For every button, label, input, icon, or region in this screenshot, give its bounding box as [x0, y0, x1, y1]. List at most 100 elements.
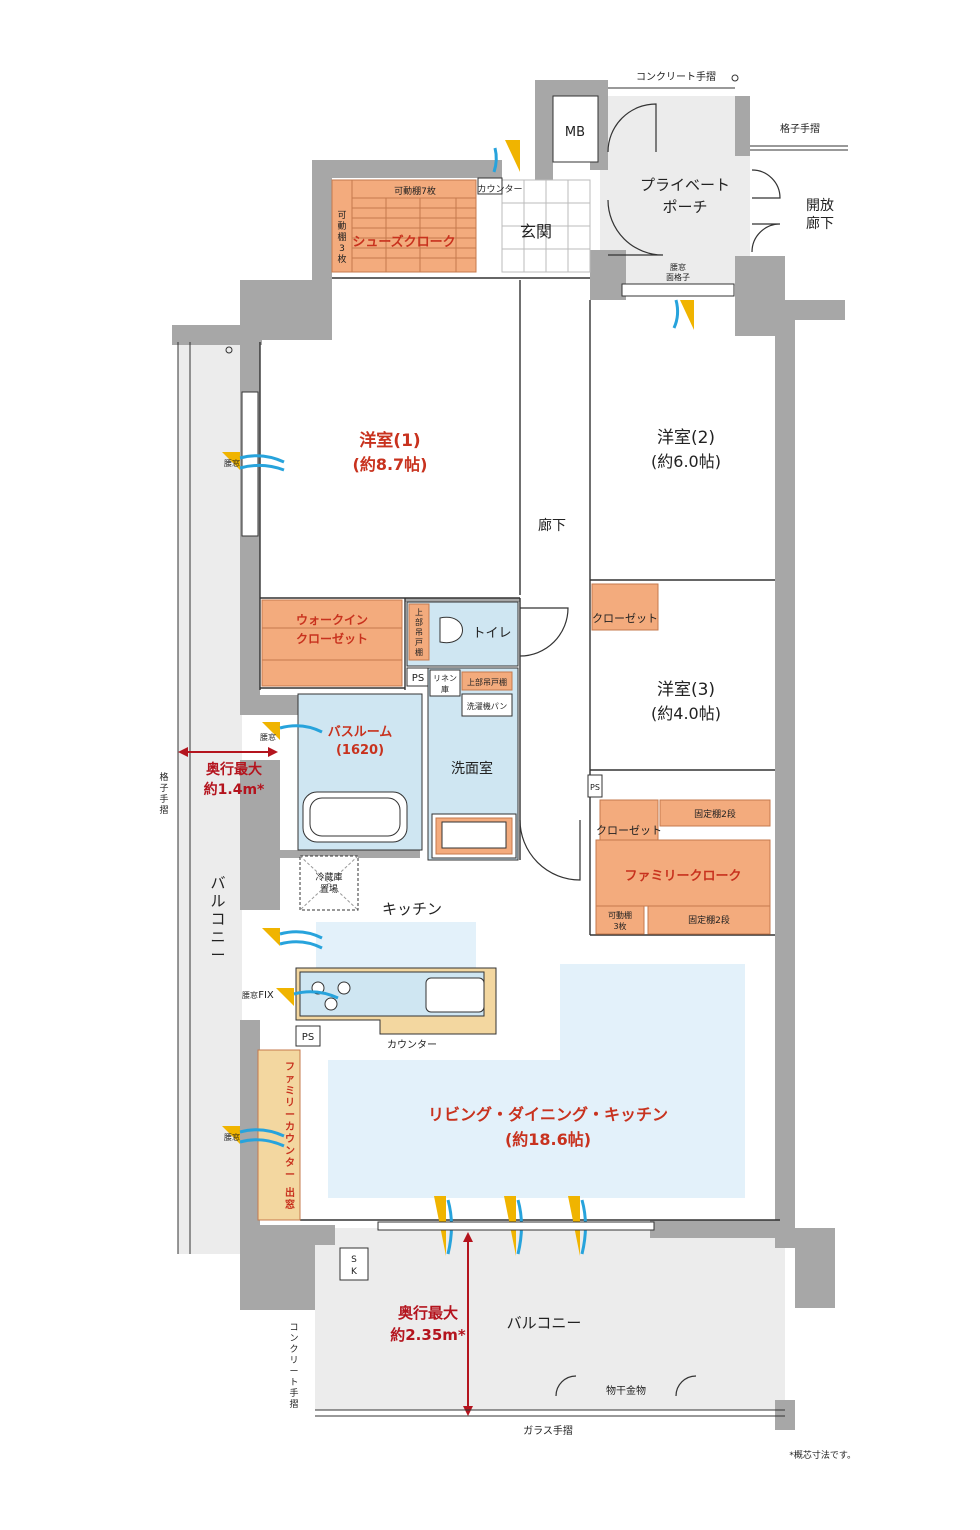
walkin-closet-area: [261, 599, 403, 687]
kitchen-label: キッチン: [382, 900, 442, 918]
depth-arrow-bottom: [463, 1232, 473, 1416]
room2-name: 洋室(2): [657, 428, 715, 448]
svg-text:ー: ー: [210, 946, 225, 964]
svg-text:動: 動: [337, 221, 346, 232]
svg-text:ー: ー: [285, 1110, 295, 1121]
porch-lattice-window: [621, 283, 735, 297]
family-cloak-label: ファミリークローク: [624, 869, 741, 884]
bay-lattice-label: 面格子: [666, 272, 690, 282]
depth-left-label-1: 奥行最大: [206, 761, 262, 778]
ldk-sliding-window: [377, 1221, 655, 1231]
room1-window: [241, 391, 259, 537]
fix-label: FIX: [258, 990, 274, 1001]
room3-closet: [599, 799, 659, 841]
room1-window-label: 腰窓: [224, 458, 240, 468]
balcony-bottom-label: バルコニー: [507, 1314, 582, 1332]
porch-label-1: プライベート: [640, 176, 730, 194]
ldk-size: (約18.6帖): [505, 1130, 591, 1149]
counter-label: カウンター: [387, 1039, 437, 1051]
linen-box: [429, 669, 461, 697]
drying-hardware-label: 物干金物: [606, 1384, 646, 1397]
svg-text:リ: リ: [285, 1097, 295, 1109]
ldk-window-label: 腰窓: [224, 1132, 240, 1142]
concrete-rail-left-label: コ ン ク リ ー ト 手 摺: [289, 1323, 298, 1410]
mb-label: MB: [565, 125, 585, 140]
svg-text:可: 可: [337, 210, 346, 221]
svg-text:吊: 吊: [415, 628, 423, 637]
svg-text:バ: バ: [210, 874, 225, 892]
svg-text:タ: タ: [285, 1157, 295, 1169]
ps-label-3: PS: [302, 1032, 314, 1043]
walkin-label-2: クローゼット: [296, 631, 368, 646]
svg-text:ン: ン: [285, 1146, 295, 1157]
concrete-rail-top-label: コンクリート手摺: [636, 70, 716, 83]
entrance-door[interactable]: [607, 199, 664, 256]
fixed-shelf-top: [659, 799, 771, 827]
toilet-upper-cabinet-label: 上 部 吊 戸 棚: [415, 608, 423, 657]
bathtub-icon: [302, 791, 408, 843]
counter-small-box: [477, 177, 503, 195]
upper-hanging-shelf: [461, 671, 513, 691]
porch-door[interactable]: [607, 103, 657, 153]
svg-text:コ: コ: [210, 910, 225, 928]
stove-burner-3-icon: [324, 997, 338, 1011]
balcony-left-label: バ ル コ ニ ー: [210, 874, 225, 964]
ps-box-3: [295, 1025, 321, 1047]
toilet-door[interactable]: [519, 607, 569, 657]
left-rail-post: [225, 346, 233, 354]
sk-label-1: S: [351, 1255, 357, 1265]
movable-shelf-3-label-2: 3枚: [613, 921, 626, 931]
bath-window-label: 腰窓: [260, 732, 276, 742]
svg-text:摺: 摺: [289, 1398, 298, 1410]
svg-text:ミ: ミ: [285, 1085, 295, 1097]
sink-icon: [425, 977, 485, 1013]
svg-text:ト: ト: [289, 1378, 298, 1388]
svg-text:戸: 戸: [415, 638, 423, 647]
depth-left-label-2: 約1.4m*: [204, 781, 265, 798]
fridge-label-1: 冷蔵庫: [315, 871, 342, 883]
walkin-label-1: ウォークイン: [296, 613, 368, 627]
drying-hardware-2-icon: [675, 1375, 697, 1397]
ldk-floor: [328, 964, 745, 1198]
fixed-shelf-bottom-label: 固定棚2段: [688, 914, 730, 926]
sk-label-2: K: [351, 1267, 358, 1277]
movable-shelf-3-label-1: 可動棚: [608, 910, 632, 920]
svg-text:ー: ー: [289, 1367, 298, 1377]
room3-name: 洋室(3): [657, 680, 715, 700]
left-balcony-floor: [178, 342, 242, 1254]
svg-text:子: 子: [159, 783, 168, 794]
interior-lines: [259, 277, 780, 1221]
washroom-label: 洗面室: [451, 760, 493, 777]
family-counter-label: フ ァ ミ リ ー カ ウ ン タ ー 出 窓: [285, 1061, 295, 1211]
bathroom-label-1: バスルーム: [328, 725, 393, 740]
room1-size: (約8.7帖): [353, 455, 428, 474]
svg-text:上: 上: [415, 608, 423, 617]
drying-hardware-1-icon: [555, 1375, 577, 1397]
depth-bottom-label-2: 約2.35m*: [390, 1326, 466, 1344]
kitchen-window-label: 腰窓: [242, 990, 258, 1000]
washer-pan-box: [461, 693, 513, 717]
svg-text:部: 部: [415, 617, 423, 627]
lattice-rail-left-label: 格 子 手 摺: [159, 771, 168, 816]
shoes-cloak-shelves: [351, 180, 476, 272]
counter-small-label: カウンター: [477, 184, 522, 195]
bottom-balcony-floor: [315, 1228, 785, 1410]
shoes-cloak-label: シューズクローク: [352, 234, 455, 250]
toilet-label: トイレ: [472, 626, 511, 641]
svg-text:格: 格: [159, 771, 168, 783]
mb-box: [552, 95, 599, 163]
corridor-door-2[interactable]: [751, 223, 781, 253]
glass-rail-label: ガラス手摺: [523, 1424, 573, 1437]
svg-text:3: 3: [339, 244, 345, 254]
svg-text:ー: ー: [285, 1170, 295, 1181]
room1-name: 洋室(1): [359, 430, 420, 451]
ps-label-2: PS: [590, 783, 600, 792]
corridor-door-1[interactable]: [751, 169, 781, 199]
entrance-tiles: [501, 179, 591, 273]
room2-size: (約6.0帖): [651, 452, 721, 471]
lattice-rail-top-label: 格子手摺: [780, 122, 820, 135]
movable-shelf-7-label: 可動棚7枚: [394, 185, 436, 197]
washroom-door[interactable]: [519, 819, 581, 881]
movable-shelf-box: [595, 905, 645, 935]
